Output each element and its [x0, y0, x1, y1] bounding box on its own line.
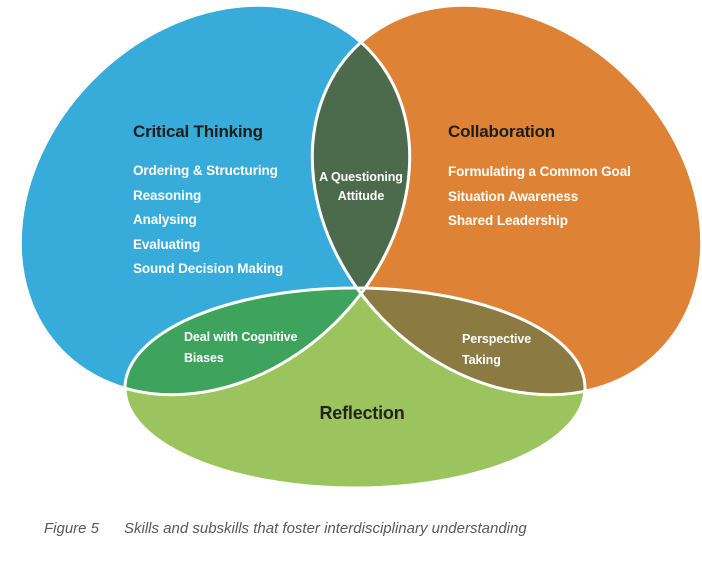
venn-diagram [0, 0, 702, 490]
critical-thinking-item: Analysing [133, 212, 197, 227]
critical-thinking-item: Sound Decision Making [133, 261, 284, 276]
collaboration-item: Situation Awareness [448, 188, 579, 204]
questioning-attitude-label: A Questioning Attitude [319, 170, 403, 203]
critical-thinking-title: Critical Thinking [133, 122, 263, 141]
collaboration-item: Shared Leadership [448, 213, 568, 228]
critical-thinking-outline [0, 0, 489, 474]
critical-thinking-item: Evaluating [133, 236, 201, 252]
collaboration-item: Formulating a Common Goal [448, 164, 631, 179]
collaboration-title: Collaboration [448, 122, 555, 141]
reflection-outline [123, 286, 587, 490]
figure-caption-label: Figure 5 [44, 520, 100, 537]
critical-thinking-item: Ordering & Structuring [133, 163, 278, 178]
collaboration-items: Formulating a Common Goal Situation Awar… [448, 160, 631, 234]
reflection-title: Reflection [319, 403, 405, 423]
collaboration-outline [310, 3, 702, 397]
critical-thinking-item: Reasoning [133, 187, 202, 203]
perspective-taking-label: Perspective Taking [462, 332, 532, 367]
cognitive-biases-label: Deal with Cognitive Biases [184, 330, 298, 365]
critical-thinking-items: Ordering & Structuring Reasoning Analysi… [133, 159, 283, 282]
figure-caption-text: Skills and subskills that foster interdi… [124, 520, 527, 537]
